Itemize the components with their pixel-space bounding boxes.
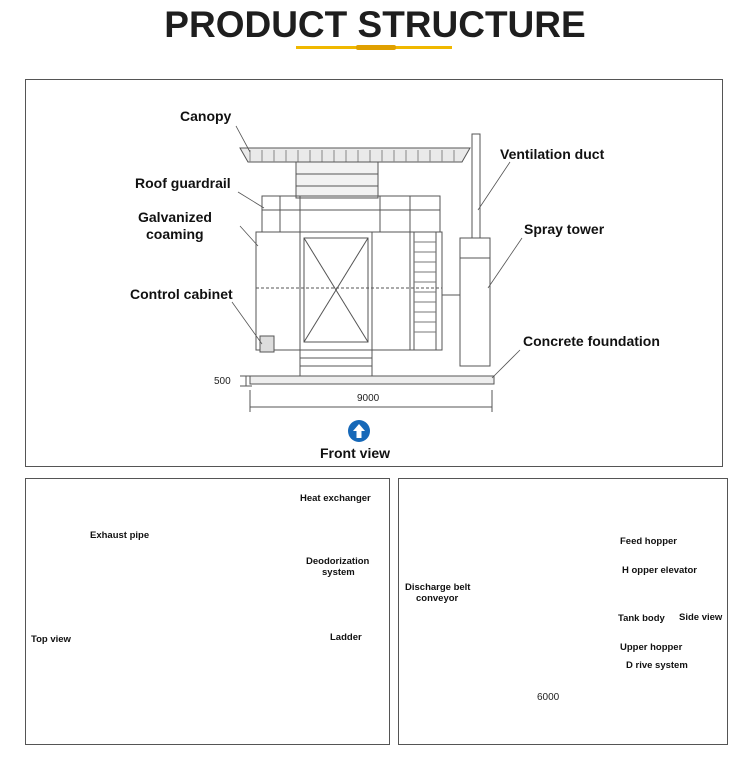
- label-deodorization-line2: system: [322, 567, 355, 578]
- label-ladder: Ladder: [330, 632, 362, 643]
- label-ventilation-duct: Ventilation duct: [500, 146, 605, 162]
- label-hopper-elevator: H opper elevator: [622, 565, 697, 576]
- label-roof-guardrail: Roof guardrail: [135, 175, 231, 191]
- side-view-panel: [398, 478, 728, 745]
- label-discharge-line2: conveyor: [416, 593, 459, 604]
- label-upper-hopper: Upper hopper: [620, 642, 683, 653]
- page-title: PRODUCT STRUCTURE: [164, 4, 586, 45]
- label-canopy: Canopy: [180, 108, 232, 124]
- label-galvanized-line2: coaming: [146, 226, 204, 242]
- side-view-label: Side view: [679, 612, 723, 623]
- top-view-label: Top view: [31, 634, 71, 645]
- label-exhaust-pipe: Exhaust pipe: [90, 530, 150, 541]
- label-control-cabinet: Control cabinet: [130, 286, 233, 302]
- label-deodorization-line1: Deodorization: [306, 556, 370, 567]
- front-view-label: Front view: [320, 445, 391, 461]
- top-view-panel: [25, 478, 390, 745]
- dim-width-9000: 9000: [357, 393, 380, 404]
- label-feed-hopper: Feed hopper: [620, 536, 678, 547]
- label-spray-tower: Spray tower: [524, 221, 605, 237]
- label-concrete-foundation: Concrete foundation: [523, 333, 660, 349]
- label-discharge-line1: Discharge belt: [405, 582, 471, 593]
- dim-width-6000: 6000: [537, 692, 560, 703]
- front-view-panel: [25, 79, 723, 467]
- title-underline-accent: [356, 45, 396, 50]
- label-heat-exchanger: Heat exchanger: [300, 493, 371, 504]
- label-galvanized-line1: Galvanized: [138, 209, 212, 225]
- label-tank-body: Tank body: [618, 613, 665, 624]
- dim-height-500: 500: [214, 376, 231, 387]
- label-drive-system: D rive system: [626, 660, 688, 671]
